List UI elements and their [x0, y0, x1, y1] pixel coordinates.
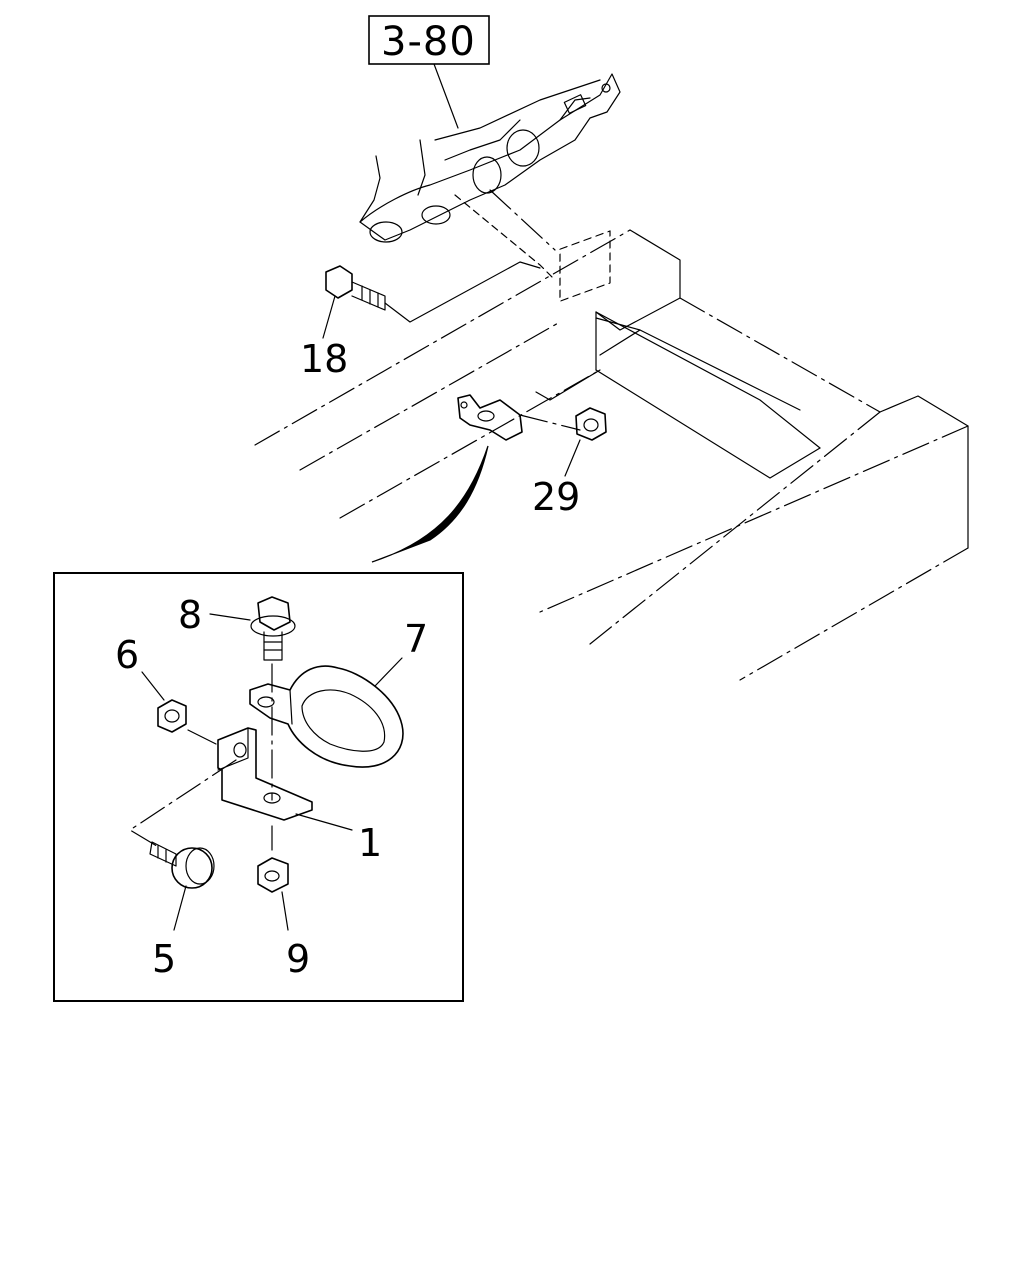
mount-hole-outline	[559, 230, 611, 302]
bolt-18[interactable]	[325, 265, 386, 311]
bracket-1[interactable]	[217, 727, 313, 821]
leader-6	[141, 671, 165, 701]
leader-9	[281, 891, 289, 931]
bolt-8[interactable]	[250, 596, 296, 661]
upper-linkage-assembly	[359, 73, 621, 243]
nut-6-guide-line	[187, 729, 217, 745]
callout-6: 6	[115, 633, 139, 677]
nut-9[interactable]	[257, 857, 289, 893]
callout-7: 7	[404, 617, 428, 661]
chassis-frame	[254, 229, 969, 681]
assembly-guide-line	[454, 194, 556, 281]
callout-8: 8	[178, 593, 202, 637]
nut-29[interactable]	[575, 407, 607, 441]
bolt-18-guide-line	[384, 261, 541, 323]
detail-box	[53, 572, 464, 1002]
leader-29	[564, 439, 581, 477]
leader-18	[322, 295, 336, 339]
assembly-guide-line-2	[489, 189, 556, 251]
leader-1	[295, 813, 353, 831]
bolt-5[interactable]	[149, 841, 215, 889]
bolt-5-guide-line	[129, 759, 237, 849]
detail-arrow	[371, 445, 489, 563]
clamp-guide-line	[519, 414, 581, 431]
clip-7[interactable]	[249, 665, 404, 768]
leader-5	[173, 885, 187, 931]
callout-29: 29	[532, 475, 580, 519]
reference-box[interactable]: 3-80	[368, 15, 490, 65]
nut-6[interactable]	[157, 699, 187, 733]
leader-8	[209, 613, 251, 621]
callout-18: 18	[300, 337, 348, 381]
callout-9: 9	[286, 937, 310, 981]
callout-5: 5	[152, 937, 176, 981]
reference-label: 3-80	[381, 19, 476, 65]
reference-leader	[433, 63, 459, 129]
clamp-guide-step	[535, 369, 601, 401]
callout-1: 1	[358, 821, 382, 865]
clamp-on-frame[interactable]	[457, 394, 523, 441]
leader-7	[374, 657, 403, 687]
